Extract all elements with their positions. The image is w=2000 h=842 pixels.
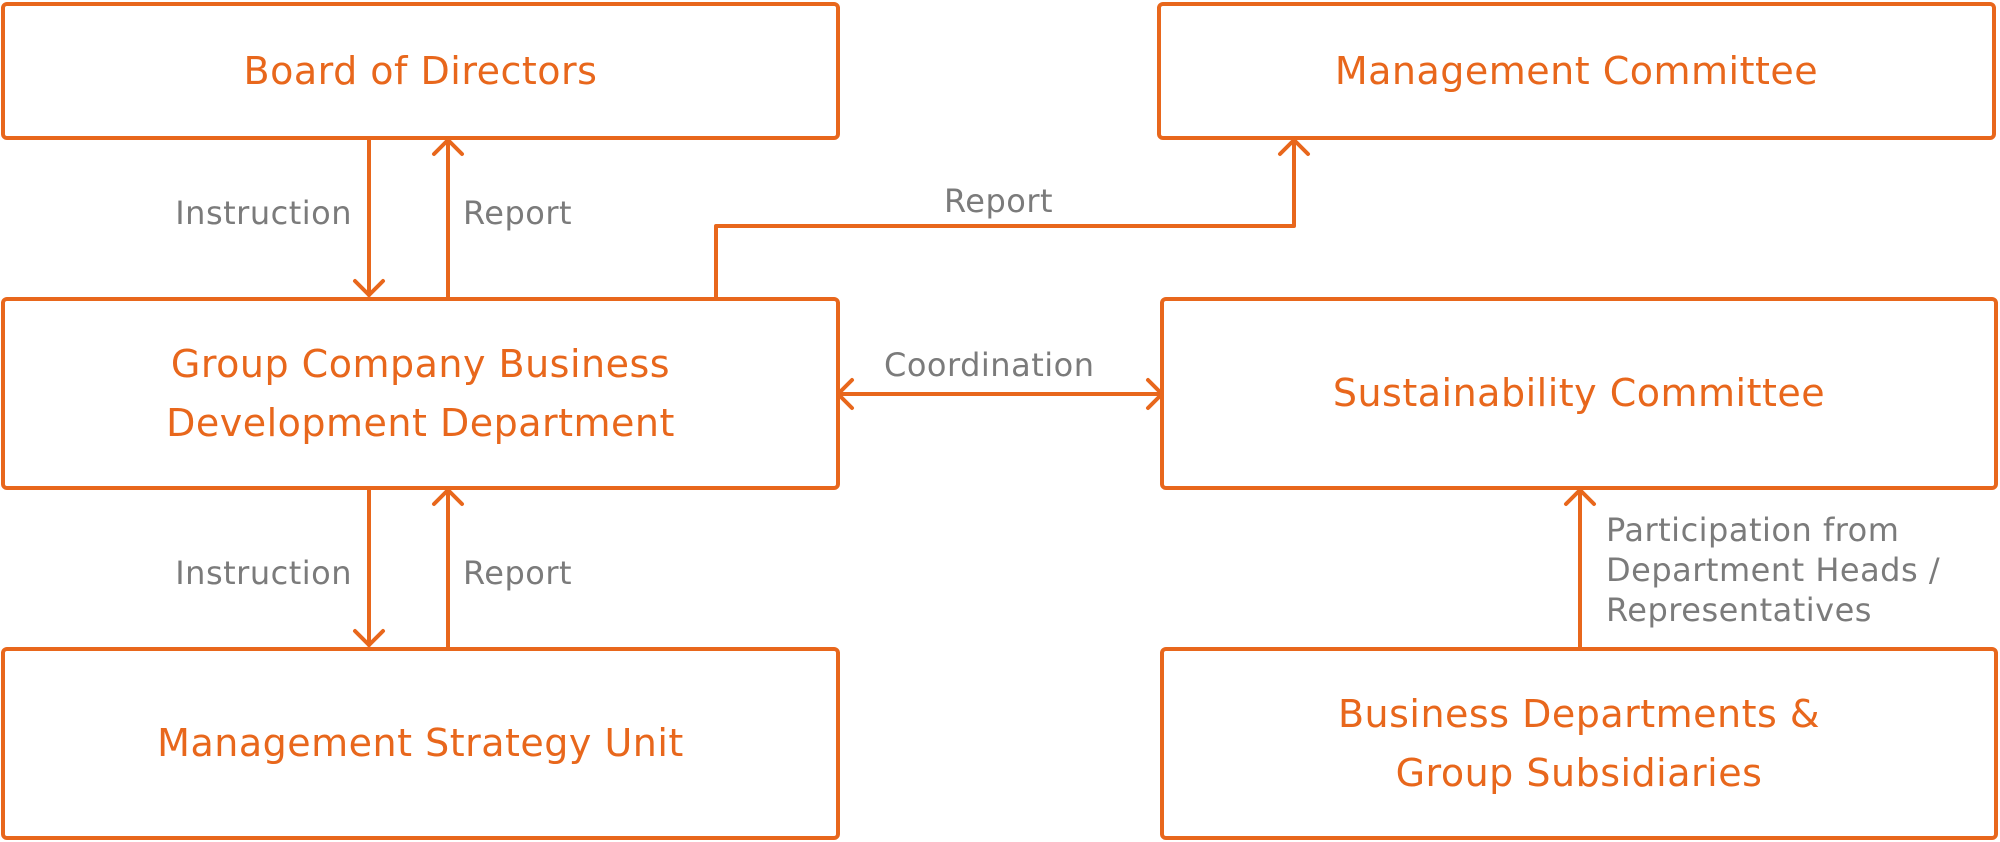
node-management-committee: Management Committee <box>1157 2 1996 140</box>
instruction-arrow-board-to-group <box>353 138 385 297</box>
node-management-strategy-unit-label: Management Strategy Unit <box>157 721 684 765</box>
edge-label-coordination: Coordination <box>884 346 1095 384</box>
node-group-company-business-development-line2: Development Department <box>166 400 675 445</box>
node-business-departments-line2: Group Subsidiaries <box>1395 750 1763 795</box>
edge-label-participation-line2: Department Heads / <box>1606 551 1941 589</box>
node-business-departments-group-subsidiaries: Business Departments & Group Subsidiarie… <box>1160 647 1998 840</box>
node-board-of-directors: Board of Directors <box>1 2 840 140</box>
node-board-of-directors-label: Board of Directors <box>243 48 598 93</box>
node-management-committee-label: Management Committee <box>1334 48 1819 93</box>
report-arrow-group-to-board <box>432 138 464 299</box>
node-business-departments-line1: Business Departments & <box>1337 691 1821 736</box>
node-group-company-business-development: Group Company Business Development Depar… <box>1 297 840 490</box>
node-management-strategy-unit: Management Strategy Unit <box>1 647 840 840</box>
report-arrow-group-to-management-committee <box>714 138 1310 299</box>
participation-arrow-business-to-sustainability <box>1564 488 1596 649</box>
edge-label-participation-line3: Representatives <box>1606 591 1872 629</box>
edge-label-report-upper: Report <box>463 194 573 232</box>
edge-label-report-lower: Report <box>463 554 573 592</box>
edge-label-participation: Participation from Department Heads / Re… <box>1606 510 2000 630</box>
instruction-arrow-group-to-strategy <box>353 488 385 647</box>
node-group-company-business-development-line1: Group Company Business <box>170 341 671 386</box>
edge-label-report-management-committee: Report <box>944 182 1054 220</box>
edge-label-instruction-upper: Instruction <box>175 194 352 232</box>
node-sustainability-committee: Sustainability Committee <box>1160 297 1998 490</box>
report-arrow-strategy-to-group <box>432 488 464 649</box>
node-sustainability-committee-label: Sustainability Committee <box>1332 371 1826 415</box>
edge-label-participation-line1: Participation from <box>1606 511 1900 549</box>
edge-label-instruction-lower: Instruction <box>175 554 352 592</box>
